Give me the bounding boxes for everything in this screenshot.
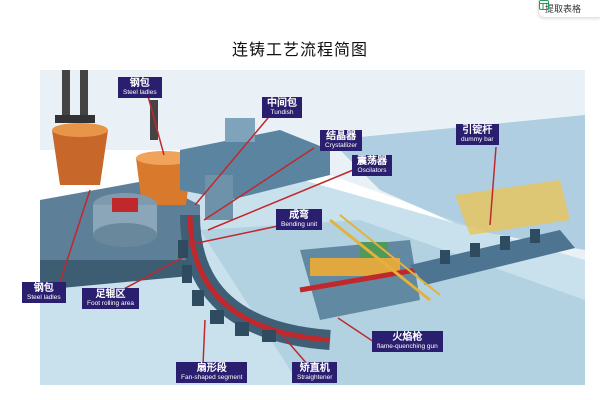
label-en: Oscilators <box>357 167 387 174</box>
label-en: Foot rolling area <box>87 300 134 307</box>
label-zh: 钢包 <box>33 283 54 294</box>
label-en: Bending unit <box>281 221 318 228</box>
label-zh: 扇形段 <box>196 363 227 374</box>
label-straightener: 矫直机 Straightener <box>292 362 338 384</box>
label-zh: 火焰枪 <box>392 332 423 343</box>
label-en: Tundish <box>270 109 294 116</box>
label-zh: 钢包 <box>129 78 150 89</box>
label-flame-quenching-gun: 火焰枪 flame-quenching gun <box>372 331 443 353</box>
extract-table-button[interactable]: 提取表格 <box>538 0 600 18</box>
label-tundish: 中间包 Tundish <box>262 97 302 119</box>
diagram-title: 连铸工艺流程简图 <box>231 40 368 59</box>
label-steel-ladles-bottom: 钢包 Steel ladles <box>22 282 66 304</box>
label-en: Steel ladles <box>27 294 61 301</box>
label-zh: 矫直机 <box>299 363 330 374</box>
label-fan-shaped-segment: 扇形段 Fan-shaped segment <box>176 362 248 384</box>
label-en: Fan-shaped segment <box>181 374 243 381</box>
label-steel-ladles-top: 钢包 Steel ladles <box>118 77 162 99</box>
label-zh: 足辊区 <box>95 289 126 300</box>
label-en: Steel ladles <box>123 89 157 96</box>
label-en: Crystallizer <box>325 142 358 149</box>
table-extract-icon <box>539 0 549 10</box>
label-foot-rolling-area: 足辊区 Foot rolling area <box>82 288 139 310</box>
extract-table-label: 提取表格 <box>545 5 582 15</box>
label-zh: 结晶器 <box>326 131 357 142</box>
label-en: dummy bar <box>461 136 494 143</box>
label-en: flame-quenching gun <box>377 343 438 350</box>
label-zh: 震荡器 <box>357 156 387 167</box>
label-oscillators: 震荡器 Oscilators <box>352 155 392 177</box>
label-zh: 成弯 <box>289 210 310 221</box>
label-bending-unit: 成弯 Bending unit <box>276 209 323 231</box>
label-crystallizer: 结晶器 Crystallizer <box>320 130 363 152</box>
label-en: Straightener <box>297 374 333 381</box>
label-dummy-bar: 引锭杆 dummy bar <box>456 124 499 146</box>
label-zh: 中间包 <box>267 98 297 109</box>
label-zh: 引锭杆 <box>462 125 493 136</box>
